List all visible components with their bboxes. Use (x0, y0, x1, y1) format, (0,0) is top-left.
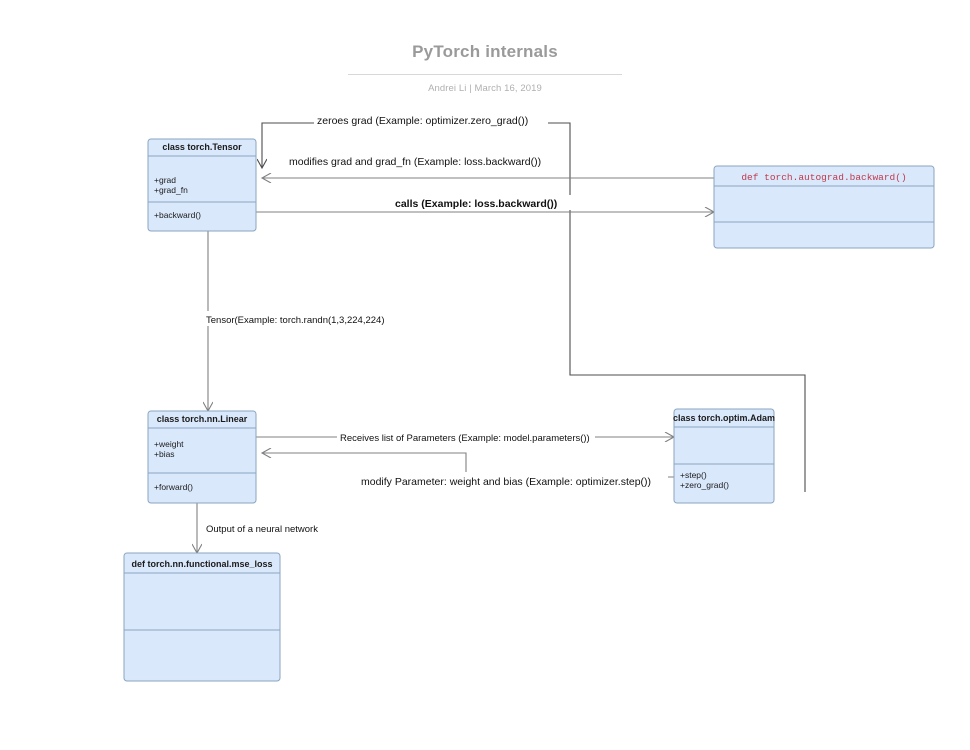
edge-label-tensor-to-linear: Tensor(Example: torch.randn(1,3,224,224) (203, 311, 419, 326)
edge-label-text: Receives list of Parameters (Example: mo… (340, 433, 590, 444)
node-mse-loss[interactable]: def torch.nn.functional.mse_loss (123, 552, 281, 682)
node-method: +zero_grad() (680, 480, 729, 490)
node-method: +backward() (154, 210, 201, 220)
edge-label-modifies-grad: modifies grad and grad_fn (Example: loss… (286, 152, 558, 168)
node-method: +step() (680, 470, 707, 480)
node-title: class torch.nn.Linear (157, 414, 248, 424)
edge-label-text: calls (Example: loss.backward()) (395, 198, 557, 210)
edge-label-text: modify Parameter: weight and bias (Examp… (361, 476, 651, 488)
title-divider (348, 74, 622, 75)
edge-label-receives-parameters: Receives list of Parameters (Example: mo… (337, 430, 595, 445)
edge-label-modify-parameter: modify Parameter: weight and bias (Examp… (358, 472, 668, 488)
node-attribute: +weight (154, 439, 184, 449)
node-attribute: +grad_fn (154, 185, 188, 195)
edge-zeroes-grad (262, 122, 806, 492)
edge-label-calls-backward: calls (Example: loss.backward()) (392, 195, 578, 210)
node-method: +forward() (154, 482, 193, 492)
edge-label-text: zeroes grad (Example: optimizer.zero_gra… (317, 115, 528, 127)
edge-label-text: modifies grad and grad_fn (Example: loss… (289, 156, 541, 168)
node-title: def torch.nn.functional.mse_loss (131, 559, 272, 569)
node-attribute: +bias (154, 449, 175, 459)
edge-label-zeroes-grad: zeroes grad (Example: optimizer.zero_gra… (314, 111, 548, 127)
node-title: class torch.Tensor (162, 142, 242, 152)
node-torch-tensor[interactable]: class torch.Tensor +grad +grad_fn +backw… (147, 138, 257, 232)
node-nn-linear[interactable]: class torch.nn.Linear +weight +bias +for… (147, 410, 257, 504)
node-attribute: +grad (154, 175, 176, 185)
edge-label-text: Tensor(Example: torch.randn(1,3,224,224) (206, 315, 385, 326)
edge-label-linear-to-loss: Output of a neural network (203, 521, 325, 536)
node-title: class torch.optim.Adam (673, 413, 775, 423)
byline: Andrei Li | March 16, 2019 (428, 83, 542, 94)
node-title: def torch.autograd.backward() (741, 172, 906, 183)
page-header: PyTorch internals Andrei Li | March 16, … (0, 0, 970, 94)
page-title: PyTorch internals (412, 42, 558, 61)
node-optim-adam[interactable]: class torch.optim.Adam +step() +zero_gra… (673, 408, 775, 504)
edge-label-text: Output of a neural network (206, 524, 318, 535)
node-autograd-backward[interactable]: def torch.autograd.backward() (713, 165, 935, 249)
